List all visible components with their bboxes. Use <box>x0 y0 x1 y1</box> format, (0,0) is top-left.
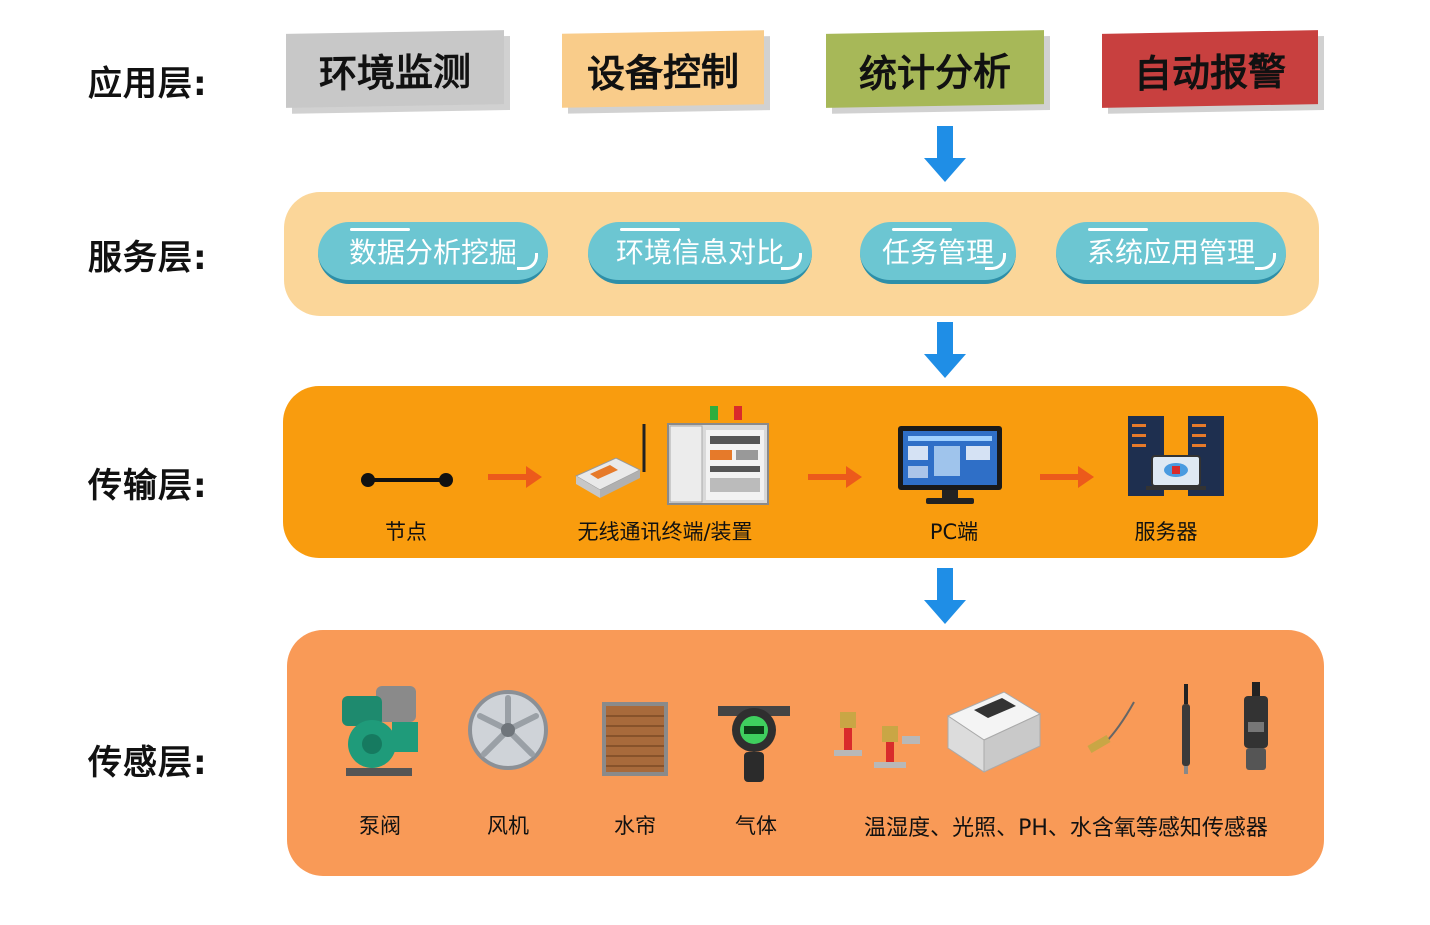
node-icon <box>361 473 453 487</box>
service-item-environment-comparison[interactable]: 环境信息对比 <box>588 222 812 284</box>
service-layer-label: 服务层: <box>88 238 208 278</box>
service-item-label: 环境信息对比 <box>615 236 784 269</box>
down-arrow-icon <box>924 126 966 182</box>
service-item-system-app-management[interactable]: 系统应用管理 <box>1056 222 1286 284</box>
service-item-task-management[interactable]: 任务管理 <box>860 222 1016 284</box>
sensing-item-water-curtain: 水帘 <box>614 814 656 838</box>
down-arrow-icon <box>924 322 966 378</box>
probe-icon <box>1087 701 1135 753</box>
service-item-label: 数据分析挖掘 <box>348 236 517 269</box>
transport-layer-label: 传输层: <box>88 466 208 506</box>
app-item-label: 自动报警 <box>1133 49 1286 96</box>
sensing-layer-label: 传感层: <box>88 743 208 783</box>
service-item-data-mining[interactable]: 数据分析挖掘 <box>318 222 548 284</box>
pc-monitor-icon <box>898 426 1002 504</box>
app-item-statistical-analysis[interactable]: 统计分析 <box>826 30 1044 108</box>
app-item-environment-monitoring[interactable]: 环境监测 <box>286 30 504 108</box>
app-item-label: 统计分析 <box>858 49 1011 96</box>
transport-item-pc: PC端 <box>929 520 979 544</box>
right-arrow-icon <box>808 466 862 488</box>
sensor-box-icon <box>946 691 1042 773</box>
sensing-item-fan: 风机 <box>487 814 529 838</box>
sprinkler-icon <box>834 712 920 768</box>
app-item-label: 环境监测 <box>318 49 471 96</box>
service-item-label: 系统应用管理 <box>1086 236 1255 269</box>
sensing-layer-panel <box>287 630 1324 876</box>
sensing-item-pump-valve: 泵阀 <box>359 814 401 838</box>
app-item-label: 设备控制 <box>586 49 739 96</box>
application-layer-label: 应用层: <box>88 64 208 104</box>
server-icon <box>1128 416 1224 496</box>
app-item-device-control[interactable]: 设备控制 <box>562 30 764 108</box>
transport-item-server: 服务器 <box>1134 520 1198 544</box>
pump-valve-icon <box>342 686 418 776</box>
right-arrow-icon <box>488 466 542 488</box>
transport-item-wireless-terminal: 无线通讯终端/装置 <box>577 520 753 544</box>
gas-detector-icon <box>718 706 790 782</box>
oxygen-probe-icon <box>1244 682 1268 770</box>
sensing-item-sensors: 温湿度、光照、PH、水含氧等感知传感器 <box>864 816 1268 841</box>
ph-probe-icon <box>1182 684 1190 774</box>
service-item-label: 任务管理 <box>881 236 994 269</box>
down-arrow-icon <box>924 568 966 624</box>
app-item-auto-alarm[interactable]: 自动报警 <box>1102 30 1318 108</box>
fan-icon <box>468 690 548 770</box>
sensing-item-gas: 气体 <box>735 814 777 838</box>
water-curtain-icon <box>602 702 668 776</box>
control-cabinet-icon <box>667 406 769 505</box>
right-arrow-icon <box>1040 466 1094 488</box>
transport-item-node: 节点 <box>385 520 427 544</box>
wireless-terminal-icon <box>574 424 646 498</box>
